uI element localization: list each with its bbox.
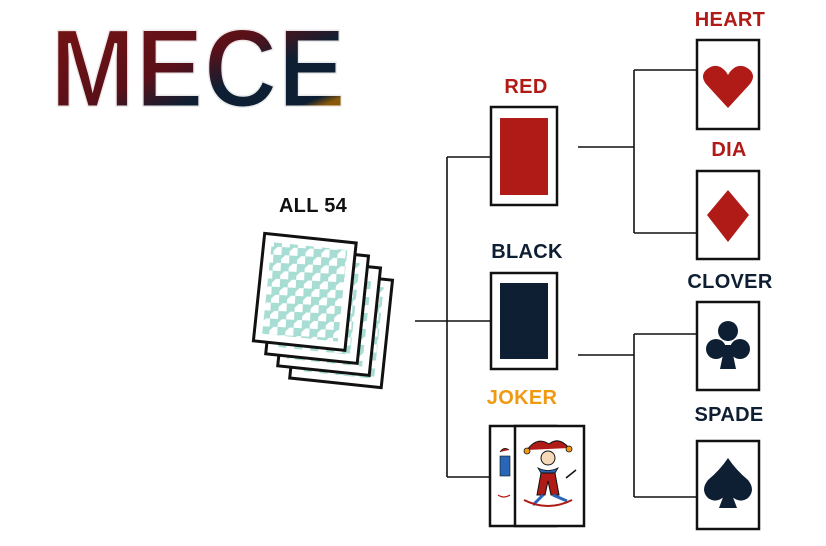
joker-cards <box>488 424 586 528</box>
diamond-icon <box>707 190 749 242</box>
heart-label: HEART <box>694 9 766 31</box>
page-title: MECE <box>50 6 346 131</box>
card-back-1 <box>251 231 358 353</box>
clover-label: CLOVER <box>687 271 773 293</box>
heart-card <box>695 38 761 131</box>
clover-card <box>695 300 761 392</box>
spade-card <box>695 439 761 531</box>
jester-icon <box>523 440 577 507</box>
heart-icon <box>703 65 753 108</box>
spade-icon <box>704 458 752 508</box>
joker-label: JOKER <box>486 387 558 409</box>
spade-label: SPADE <box>694 404 764 426</box>
jester-icon-small <box>497 448 511 498</box>
dia-label: DIA <box>711 139 747 161</box>
red-label: RED <box>504 76 548 98</box>
red-card <box>489 105 559 207</box>
black-label: BLACK <box>491 241 563 263</box>
root-label: ALL 54 <box>278 195 348 217</box>
page-title-outline: MECE <box>50 6 346 131</box>
black-card <box>489 271 559 371</box>
diamond-card <box>695 169 761 261</box>
club-icon <box>706 321 750 369</box>
